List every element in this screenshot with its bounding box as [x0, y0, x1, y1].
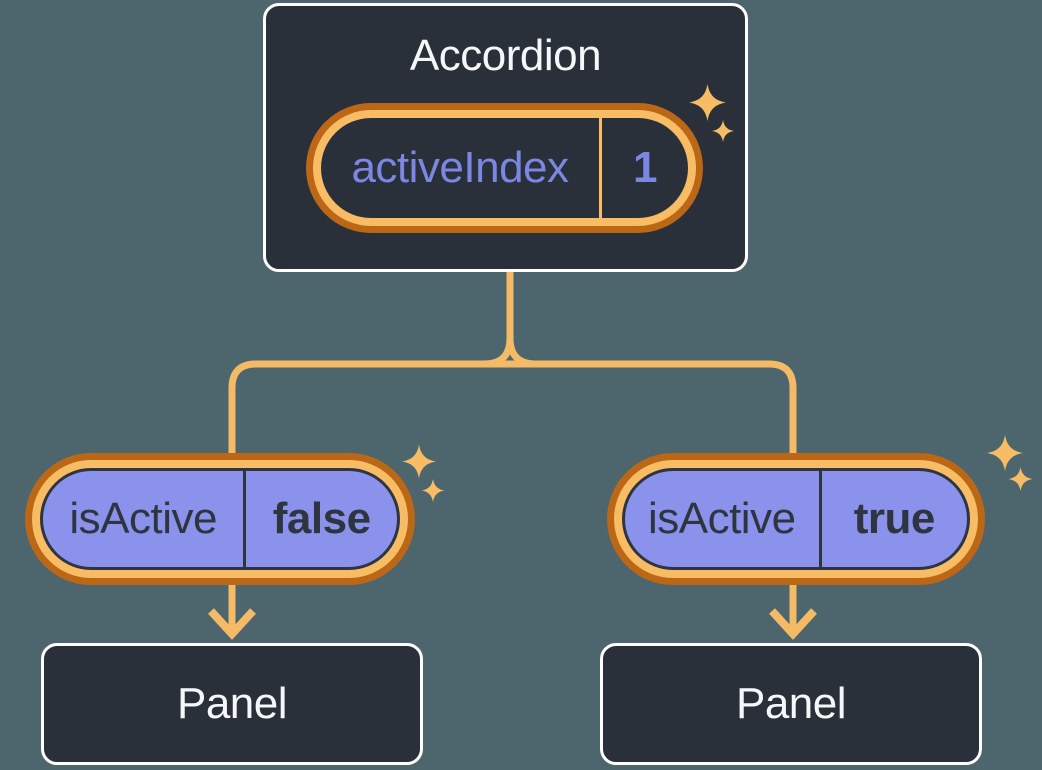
pill-divider [243, 471, 247, 567]
accordion-title: Accordion [409, 31, 602, 80]
pill-divider [818, 471, 822, 567]
branch-line [228, 360, 797, 470]
state-name: activeIndex [351, 143, 569, 192]
pill-divider [599, 118, 602, 218]
prop-pill-right: isActive true [607, 453, 985, 585]
panel-label: Panel [176, 679, 288, 728]
prop-pill-left: isActive false [25, 453, 415, 585]
arrow-down-icon [769, 608, 817, 640]
sparkle-icon [712, 120, 734, 142]
stem-fillet-right [506, 316, 537, 368]
state-pill-body: activeIndex 1 [321, 118, 688, 218]
sparkle-icon [689, 84, 726, 121]
prop-value: false [272, 494, 371, 543]
panel-label: Panel [735, 679, 847, 728]
state-pill: activeIndex 1 [306, 103, 703, 233]
panel-card-left: Panel [41, 643, 423, 765]
stem-fillet-left [483, 316, 514, 368]
prop-pill-body: isActive true [622, 468, 970, 570]
arrow-down-icon [208, 608, 256, 640]
prop-name: isActive [647, 494, 796, 543]
accordion-card: Accordion activeIndex 1 [263, 3, 748, 272]
panel-card-right: Panel [600, 643, 982, 765]
prop-name: isActive [69, 494, 217, 543]
state-value: 1 [633, 143, 657, 192]
prop-pill-body: isActive false [40, 468, 400, 570]
sparkle-icon [421, 479, 445, 502]
sparkle-icon [1008, 467, 1033, 491]
sparkle-icon [987, 435, 1023, 471]
sparkle-icon [402, 444, 436, 479]
prop-value: true [853, 494, 936, 543]
